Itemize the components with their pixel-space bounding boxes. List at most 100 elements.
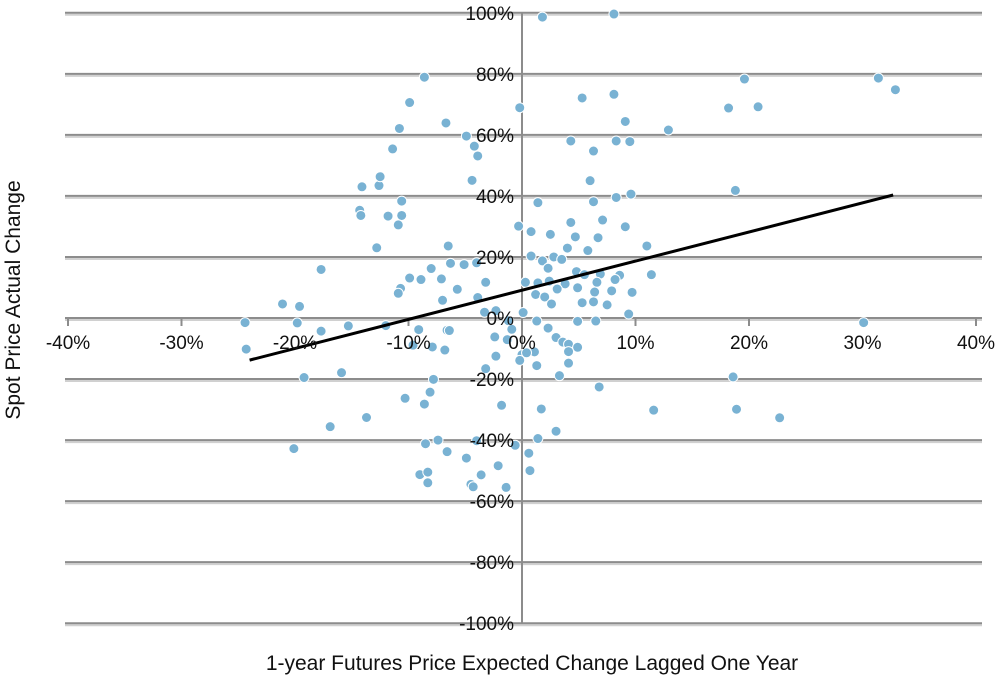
- scatter-point: [648, 404, 660, 416]
- scatter-point: [561, 242, 573, 254]
- scatter-point: [422, 466, 434, 478]
- scatter-point: [626, 286, 638, 298]
- scatter-point: [532, 197, 544, 209]
- scatter-point: [399, 392, 411, 404]
- scatter-point: [324, 421, 336, 433]
- scatter-point: [468, 140, 480, 152]
- scatter-point: [597, 214, 609, 226]
- scatter-point: [641, 240, 653, 252]
- scatter-point: [524, 465, 536, 477]
- trend-line: [249, 193, 894, 362]
- scatter-point: [519, 276, 531, 288]
- scatter-point: [601, 299, 613, 311]
- scatter-point: [513, 220, 525, 232]
- scatter-point: [466, 174, 478, 186]
- scatter-point: [480, 363, 492, 375]
- y-tick-label: 100%: [465, 4, 514, 25]
- scatter-point: [576, 297, 588, 309]
- label-layer: -100%-80%-60%-40%-20%0%20%40%60%80%100%-…: [46, 4, 995, 635]
- scatter-point: [404, 97, 416, 109]
- scatter-point: [525, 226, 537, 238]
- scatter-point: [589, 286, 601, 298]
- scatter-point: [546, 298, 558, 310]
- scatter-point: [240, 343, 252, 355]
- scatter-point: [432, 434, 444, 446]
- scatter-point: [539, 291, 551, 303]
- scatter-point: [584, 175, 596, 187]
- scatter-point: [624, 136, 636, 148]
- scatter-point: [774, 412, 786, 424]
- scatter-point: [277, 298, 289, 310]
- trend-layer: [249, 193, 894, 362]
- scatter-point: [441, 446, 453, 458]
- x-tick-label: 0%: [508, 333, 536, 354]
- scatter-point: [392, 287, 404, 299]
- scatter-point: [619, 115, 631, 127]
- grid-layer: [65, 11, 982, 627]
- scatter-point: [572, 341, 584, 353]
- scatter-point: [609, 274, 621, 286]
- scatter-point: [418, 71, 430, 83]
- scatter-point: [729, 184, 741, 196]
- scatter-point: [451, 283, 463, 295]
- scatter-point: [531, 360, 543, 372]
- scatter-point: [591, 276, 603, 288]
- scatter-point: [523, 447, 535, 459]
- y-tick-label: 20%: [476, 248, 514, 269]
- scatter-point: [425, 263, 437, 275]
- scatter-point: [544, 228, 556, 240]
- y-tick-label: -80%: [470, 553, 514, 574]
- scatter-point: [731, 403, 743, 415]
- scatter-point: [490, 305, 502, 317]
- scatter-point: [393, 122, 405, 134]
- scatter-point: [606, 285, 618, 297]
- scatter-point: [500, 481, 512, 493]
- scatter-point: [514, 102, 526, 114]
- scatter-point: [420, 438, 432, 450]
- x-tick-label: 30%: [843, 333, 881, 354]
- scatter-point: [738, 73, 750, 85]
- x-tick-label: -40%: [46, 333, 90, 354]
- scatter-point: [535, 403, 547, 415]
- scatter-point: [563, 357, 575, 369]
- scatter-point: [298, 372, 310, 384]
- scatter-point: [404, 272, 416, 284]
- scatter-point: [336, 367, 348, 379]
- scatter-point: [443, 325, 455, 337]
- scatter-point: [427, 373, 439, 385]
- scatter-point: [536, 255, 548, 267]
- scatter-point: [517, 307, 529, 319]
- scatter-point: [752, 101, 764, 113]
- scatter-point: [467, 481, 479, 493]
- scatter-point: [424, 386, 436, 398]
- y-tick-label: -20%: [470, 370, 514, 391]
- x-tick-label: 20%: [730, 333, 768, 354]
- x-tick-label: 10%: [616, 333, 654, 354]
- scatter-point: [387, 143, 399, 155]
- scatter-point: [371, 242, 383, 254]
- scatter-point: [501, 334, 513, 346]
- scatter-point: [496, 399, 508, 411]
- scatter-point: [723, 102, 735, 114]
- scatter-point: [460, 130, 472, 142]
- scatter-point: [532, 433, 544, 445]
- scatter-point: [610, 135, 622, 147]
- y-tick-label: 40%: [476, 187, 514, 208]
- scatter-point: [588, 196, 600, 208]
- y-tick-label: 60%: [476, 126, 514, 147]
- scatter-point: [374, 171, 386, 183]
- scatter-point: [610, 191, 622, 203]
- scatter-point: [565, 135, 577, 147]
- scatter-point: [514, 354, 526, 366]
- scatter-point: [525, 250, 537, 262]
- scatter-point: [472, 150, 484, 162]
- scatter-point: [442, 240, 454, 252]
- scatter-point: [392, 219, 404, 231]
- scatter-point: [619, 221, 631, 233]
- scatter-point: [727, 371, 739, 383]
- scatter-point: [572, 315, 584, 327]
- scatter-point: [355, 209, 367, 221]
- x-tick-label: -10%: [386, 333, 430, 354]
- y-tick-label: -40%: [470, 431, 514, 452]
